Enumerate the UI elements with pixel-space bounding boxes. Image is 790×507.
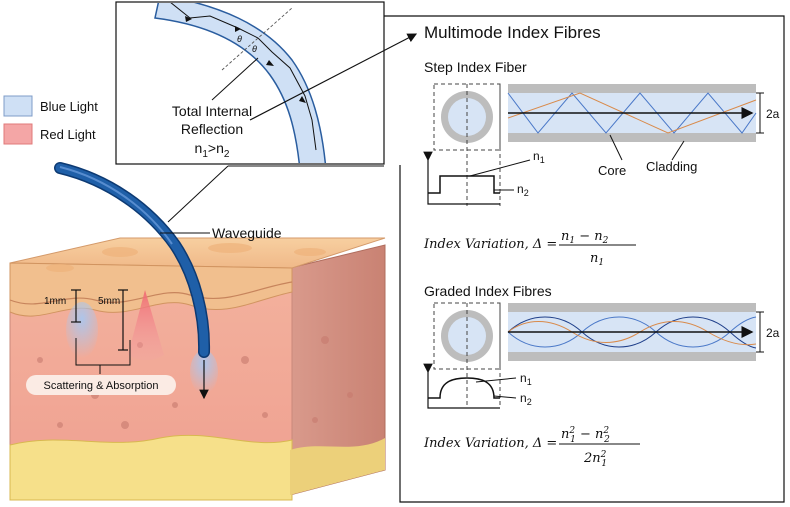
inset-connector-left xyxy=(167,165,229,223)
tir-fiber-segment xyxy=(154,3,327,163)
legend-red-label: Red Light xyxy=(40,127,96,142)
tir-refractive-relation: n1>n2 xyxy=(195,140,230,160)
graded-dim-label: 2a xyxy=(766,326,780,340)
graded-index-diagram: 2a n1 n2 xyxy=(423,302,780,409)
skin-spot xyxy=(208,243,252,253)
step-formula-numerator: n1 − n2 xyxy=(561,229,609,246)
scatter-label-box xyxy=(26,375,176,395)
graded-n1-leader xyxy=(475,377,517,383)
legend-red-swatch xyxy=(3,123,33,145)
tir-ray-path xyxy=(170,3,317,151)
tir-leader xyxy=(211,57,259,101)
blue-light-scatter xyxy=(66,302,98,358)
step-n2-label: n2 xyxy=(517,182,529,198)
tir-label-line1: Total Internal xyxy=(172,103,252,119)
graded-profile-axes xyxy=(423,363,500,409)
tir-label-line2: Reflection xyxy=(181,121,243,137)
graded-index-title: Graded Index Fibres xyxy=(424,283,552,299)
step-n1-label: n1 xyxy=(533,149,545,165)
step-ray-blue xyxy=(507,92,757,134)
depth-1mm-label: 1mm xyxy=(44,296,66,307)
legend-blue-swatch xyxy=(3,95,33,117)
right-panel-border xyxy=(384,15,785,503)
theta-label-1: θ xyxy=(237,34,242,44)
step-dim-label: 2a xyxy=(766,107,780,121)
tir-normal-line xyxy=(221,7,293,71)
skin-block xyxy=(9,237,386,501)
core-label: Core xyxy=(598,163,626,178)
step-n1-leader xyxy=(469,159,531,177)
fat-layer xyxy=(9,434,293,501)
step-index-title: Step Index Fiber xyxy=(424,59,527,75)
graded-profile-curve xyxy=(428,377,500,399)
scatter-label: Scattering & Absorption xyxy=(44,380,159,392)
depth-markers xyxy=(71,289,128,351)
step-formula-prefix: Index Variation, Δ = xyxy=(423,237,557,252)
step-core-circle xyxy=(448,98,486,136)
graded-core-circle xyxy=(448,317,486,355)
panel-title: Multimode Index Fibres xyxy=(424,23,601,42)
graded-n2-leader xyxy=(493,395,517,399)
skin-spot xyxy=(294,248,326,256)
core-leader xyxy=(609,134,623,161)
epidermis-wave-line xyxy=(9,281,293,305)
scatter-leader-line xyxy=(75,338,131,366)
graded-n1-label: n1 xyxy=(520,371,532,387)
cladding-label: Cladding xyxy=(646,159,697,174)
step-profile-axes xyxy=(423,151,500,205)
skin-spot xyxy=(102,247,138,257)
step-formula: Index Variation, Δ = n1 − n2 n1 xyxy=(423,229,636,268)
legend-blue-label: Blue Light xyxy=(40,99,98,114)
step-formula-denominator: n1 xyxy=(590,251,604,268)
dermis-dots xyxy=(37,336,353,429)
depth-5mm-label: 5mm xyxy=(98,296,120,307)
tir-inset: θ θ Total Internal Reflection n1>n2 xyxy=(115,1,385,165)
cladding-leader xyxy=(671,140,685,161)
graded-formula-prefix: Index Variation, Δ = xyxy=(423,436,557,451)
step-index-diagram: 2a n1 n2 Core Cladding xyxy=(423,83,780,206)
inset-to-panel-arrow xyxy=(249,33,418,121)
theta-label-2: θ xyxy=(252,44,257,54)
graded-n2-label: n2 xyxy=(520,391,532,407)
red-light-cone xyxy=(128,290,164,361)
step-profile-curve xyxy=(428,175,500,194)
skin-spot xyxy=(46,264,74,272)
fat-layer-side xyxy=(290,438,385,495)
waveguide-label: Waveguide xyxy=(212,225,282,241)
